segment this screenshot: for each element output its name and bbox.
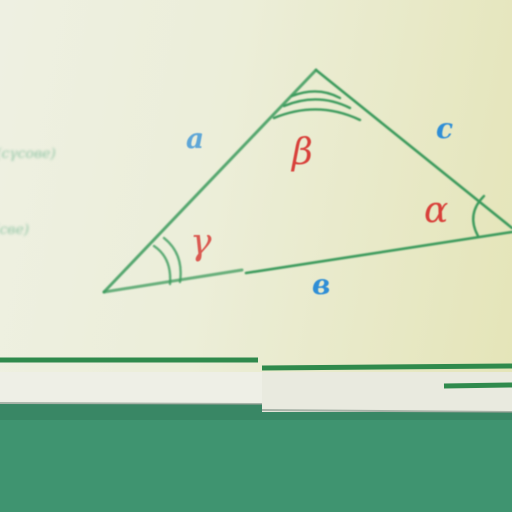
beta-arc-1 (290, 90, 342, 100)
side-c-label: c (436, 112, 454, 145)
side-b-line-right (244, 230, 512, 275)
green-band (0, 402, 512, 512)
ledge-green-stripe-short (443, 382, 512, 389)
ledge-shadow-left (0, 402, 263, 405)
beta-arc-3 (272, 108, 362, 122)
beta-arc-2 (282, 98, 352, 110)
gamma-arc-1 (152, 244, 172, 286)
side-c-line (314, 68, 512, 230)
faint-note-1: (cγcoвe) (0, 146, 56, 162)
alpha-arc (472, 194, 486, 238)
beta-label: β (292, 132, 313, 173)
side-a-label: a (186, 122, 205, 155)
side-a-line (102, 68, 318, 294)
gamma-label: γ (190, 222, 212, 263)
ledge-green-stripe-right (261, 363, 512, 371)
side-b-label: в (312, 268, 331, 301)
board-ledge-right (262, 372, 512, 412)
side-b-line-left (102, 268, 244, 294)
faint-note-2: (cвe) (0, 222, 30, 238)
gamma-arc-2 (162, 236, 182, 284)
board-ledge (0, 372, 262, 404)
ledge-shadow-right (261, 409, 512, 413)
alpha-label: α (424, 190, 449, 231)
